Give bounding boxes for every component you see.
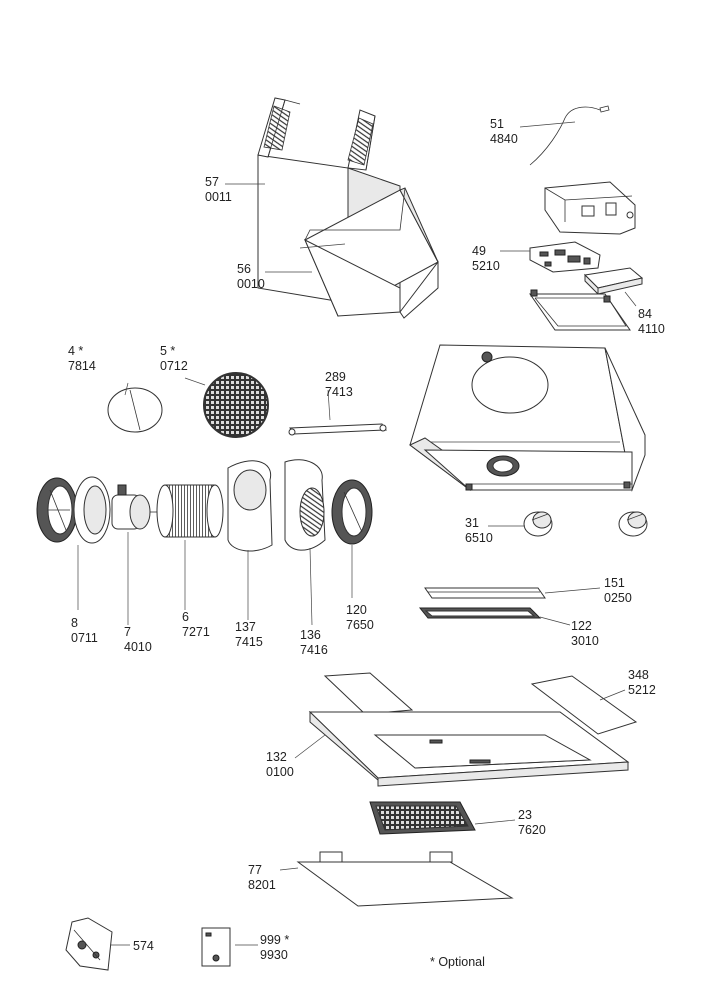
part-56-lower-chimney [299,187,439,319]
part-77-glass-panel [279,851,514,907]
label-31-num: 31 [465,516,479,530]
leader-lines [225,183,331,421]
label-4-num: 4 * [68,344,83,358]
label-31-code: 6510 [465,531,493,545]
part-348-panel [530,675,638,735]
label-137-code: 7415 [235,635,263,649]
label-348-num: 348 [628,668,649,682]
label-8-code: 0711 [71,631,98,645]
label-348-code: 5212 [628,683,656,697]
part-31-knobs [488,511,648,537]
part-8-fan-guard-left [36,477,78,543]
label-51-code: 4840 [490,132,518,146]
label-6-num: 6 [182,610,189,624]
part-136-fan-housing-right [284,459,326,626]
part-7-motor [111,484,158,625]
label-8-num: 8 [71,616,78,630]
label-84-num: 84 [638,307,652,321]
label-574-num: 574 [133,939,154,953]
label-137-num: 137 [235,620,256,634]
part-mounting-plate [529,289,631,331]
label-151-code: 0250 [604,591,632,605]
label-84-code: 4110 [638,322,665,336]
label-7-num: 7 [124,625,131,639]
part-5-carbon-filter [184,372,269,438]
part-120-fan-guard-right [331,479,373,598]
label-132-num: 132 [266,750,287,764]
part-8-motor-plate [73,476,111,610]
part-control-box-cover [544,181,636,235]
label-5-num: 5 * [160,344,175,358]
label-56-code: 0010 [237,277,265,291]
part-23-grease-filter [369,801,516,835]
label-136-num: 136 [300,628,321,642]
part-122-rail [418,607,571,626]
label-77-code: 8201 [248,878,276,892]
label-122-num: 122 [571,619,592,633]
part-4-backdraft-flap [107,382,163,433]
label-23-num: 23 [518,808,532,822]
label-999-num: 999 * [260,933,289,947]
part-132-top-panel [323,672,414,715]
label-136-code: 7416 [300,643,328,657]
part-51-power-cable [519,105,610,166]
callout-labels: 51 4840 57 0011 49 5210 56 0010 84 4110 … [68,117,665,969]
part-84-led-driver [583,267,644,307]
label-23-code: 7620 [518,823,546,837]
label-56-num: 56 [237,262,251,276]
label-289-num: 289 [325,370,346,384]
part-574-accessory-bag [65,917,130,971]
label-57-code: 0011 [205,190,232,204]
part-137-fan-housing-left [227,460,273,620]
label-999-code: 9930 [260,948,288,962]
part-49-control-board [500,241,601,273]
label-132-code: 0100 [266,765,294,779]
part-999-manual [201,927,258,967]
label-57-num: 57 [205,175,219,189]
label-5-code: 0712 [160,359,188,373]
label-289-code: 7413 [325,385,353,399]
part-6-fan-wheel [156,484,224,610]
part-main-housing [409,344,646,492]
label-77-num: 77 [248,863,262,877]
label-120-num: 120 [346,603,367,617]
part-289-strip [288,423,387,436]
label-120-code: 7650 [346,618,374,632]
label-7-code: 4010 [124,640,152,654]
label-6-code: 7271 [182,625,210,639]
label-122-code: 3010 [571,634,599,648]
label-151-num: 151 [604,576,625,590]
label-49-num: 49 [472,244,486,258]
label-51-num: 51 [490,117,504,131]
part-151-rail [424,587,601,599]
label-4-code: 7814 [68,359,96,373]
label-49-code: 5210 [472,259,500,273]
optional-legend: * Optional [430,955,485,969]
part-132-canopy [294,710,630,787]
